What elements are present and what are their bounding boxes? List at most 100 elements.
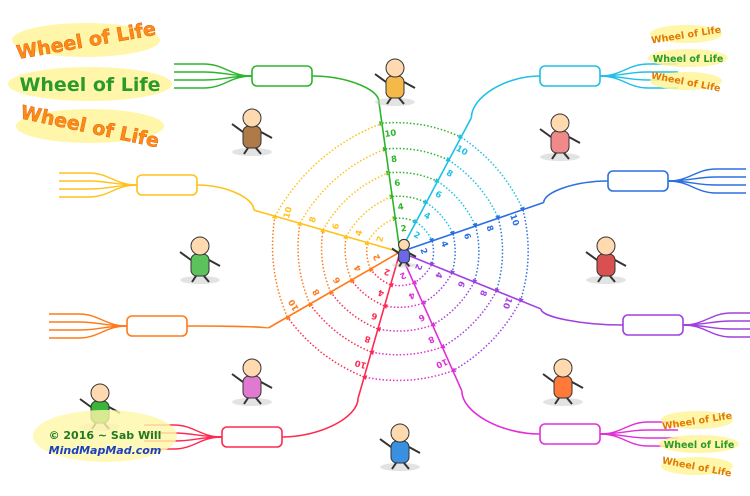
scale-label: 6 bbox=[370, 310, 379, 321]
title-badge-large-1: Wheel of Life bbox=[12, 18, 160, 64]
scale-label: 8 bbox=[426, 333, 436, 345]
ring-arrow-mark bbox=[350, 277, 355, 284]
scale-label: 6 bbox=[455, 279, 467, 288]
title-text: Wheel of Life bbox=[653, 54, 724, 65]
ring-segment bbox=[366, 217, 396, 243]
spoke-line bbox=[399, 251, 463, 392]
sub-branch-line bbox=[49, 325, 128, 339]
spoke-line bbox=[267, 251, 401, 329]
scale-label: 10 bbox=[282, 206, 295, 220]
ring-arrow-mark bbox=[389, 194, 395, 200]
scale-label: 6 bbox=[394, 178, 401, 189]
ring-segment bbox=[309, 303, 372, 353]
sub-branch-line bbox=[59, 172, 138, 186]
copyright-block: © 2016 ~ Sab Will MindMapMad.com bbox=[30, 428, 180, 458]
ring-arrow-mark bbox=[472, 278, 478, 285]
ring-segment bbox=[425, 201, 454, 235]
ring-segment bbox=[297, 223, 311, 305]
ring-arrow-mark bbox=[388, 282, 394, 288]
scale-label: 8 bbox=[364, 333, 373, 344]
spoke-line bbox=[378, 101, 401, 253]
scale-label: 10 bbox=[454, 144, 469, 158]
title-badge-small-tr-3: Wheel of Life bbox=[650, 70, 722, 95]
ring-segment bbox=[384, 302, 424, 309]
ring-arrow-mark bbox=[369, 266, 374, 273]
sub-branch-line bbox=[599, 433, 678, 447]
scale-label: 4 bbox=[353, 263, 365, 273]
ring-segment bbox=[460, 136, 524, 211]
title-text: Wheel of Life bbox=[664, 440, 735, 451]
spoke-connector bbox=[186, 325, 270, 329]
ring-arrow-mark bbox=[382, 146, 389, 152]
ring-segment bbox=[430, 240, 435, 265]
copyright-glow bbox=[33, 410, 177, 462]
ring-segment bbox=[385, 147, 450, 161]
ring-arrow-mark bbox=[329, 289, 335, 296]
ring-arrow-mark bbox=[519, 206, 525, 213]
ring-arrow-mark bbox=[428, 237, 434, 244]
ring-segment bbox=[350, 279, 385, 307]
scale-label: 4 bbox=[432, 270, 444, 279]
ring-segment bbox=[519, 209, 529, 301]
area-name-box[interactable] bbox=[136, 174, 198, 196]
area-name-box[interactable] bbox=[622, 314, 684, 336]
area-name-box[interactable] bbox=[251, 65, 313, 87]
flying-businessman-cartoon bbox=[231, 108, 273, 156]
ring-segment bbox=[345, 195, 393, 237]
area-branch bbox=[539, 63, 678, 89]
scale-label: 4 bbox=[397, 202, 404, 213]
area-name-box[interactable] bbox=[221, 426, 283, 448]
ring-arrow-mark bbox=[449, 230, 455, 237]
ring-segment bbox=[495, 217, 504, 292]
scale-label: 2 bbox=[375, 235, 386, 244]
sub-branch-line bbox=[49, 313, 128, 327]
ring-arrow-mark bbox=[472, 222, 478, 229]
area-name-box[interactable] bbox=[126, 315, 188, 337]
ring-segment bbox=[388, 171, 438, 183]
sub-branch-line bbox=[682, 312, 750, 326]
ring-arrow-mark bbox=[343, 234, 348, 240]
spokes-layer bbox=[186, 75, 624, 438]
ring-segment bbox=[365, 242, 372, 270]
ring-segment bbox=[377, 324, 433, 332]
scale-label: 10 bbox=[354, 357, 368, 370]
ring-segment bbox=[392, 195, 427, 204]
area-branch bbox=[607, 168, 746, 194]
scale-label: 6 bbox=[332, 275, 344, 285]
sub-branch-line bbox=[682, 320, 750, 326]
area-name-box[interactable] bbox=[539, 423, 601, 445]
website-link[interactable]: MindMapMad.com bbox=[48, 444, 162, 457]
scale-label: 4 bbox=[354, 229, 365, 238]
scale-label: 10 bbox=[384, 128, 397, 140]
title-badge-large-3: Wheel of Life bbox=[16, 101, 164, 153]
rings-layer bbox=[271, 121, 529, 382]
ring-arrow-mark bbox=[457, 133, 464, 139]
title-badge-small-br-3: Wheel of Life bbox=[661, 455, 733, 480]
ring-arrow-mark bbox=[368, 350, 375, 356]
spoke-connector bbox=[461, 390, 541, 435]
area-branch bbox=[59, 172, 198, 198]
ring-arrow-mark bbox=[495, 214, 500, 221]
spoke-line bbox=[399, 117, 473, 253]
ring-arrow-mark bbox=[411, 279, 418, 285]
ring-segment bbox=[437, 180, 477, 227]
romantic-dinner-cartoon bbox=[539, 113, 581, 161]
ring-segment bbox=[271, 216, 289, 318]
scale-label: 2 bbox=[383, 266, 392, 277]
title-badge-small-br-2: Wheel of Life bbox=[659, 435, 739, 453]
scale-label: 4 bbox=[377, 287, 386, 298]
sub-branch-line bbox=[599, 75, 678, 89]
ring-arrow-mark bbox=[434, 177, 440, 183]
scale-label: 10 bbox=[500, 295, 514, 310]
woman-relaxing-cartoon bbox=[542, 358, 584, 406]
ring-segment bbox=[390, 282, 415, 287]
ring-arrow-mark bbox=[440, 343, 446, 349]
area-branch bbox=[49, 313, 188, 339]
scale-label: 10 bbox=[434, 356, 449, 370]
area-name-box[interactable] bbox=[607, 170, 669, 192]
scale-label: 2 bbox=[412, 230, 422, 242]
ring-segment bbox=[274, 122, 383, 217]
woman-on-treadmill-cartoon bbox=[231, 358, 273, 406]
area-name-box[interactable] bbox=[539, 65, 601, 87]
